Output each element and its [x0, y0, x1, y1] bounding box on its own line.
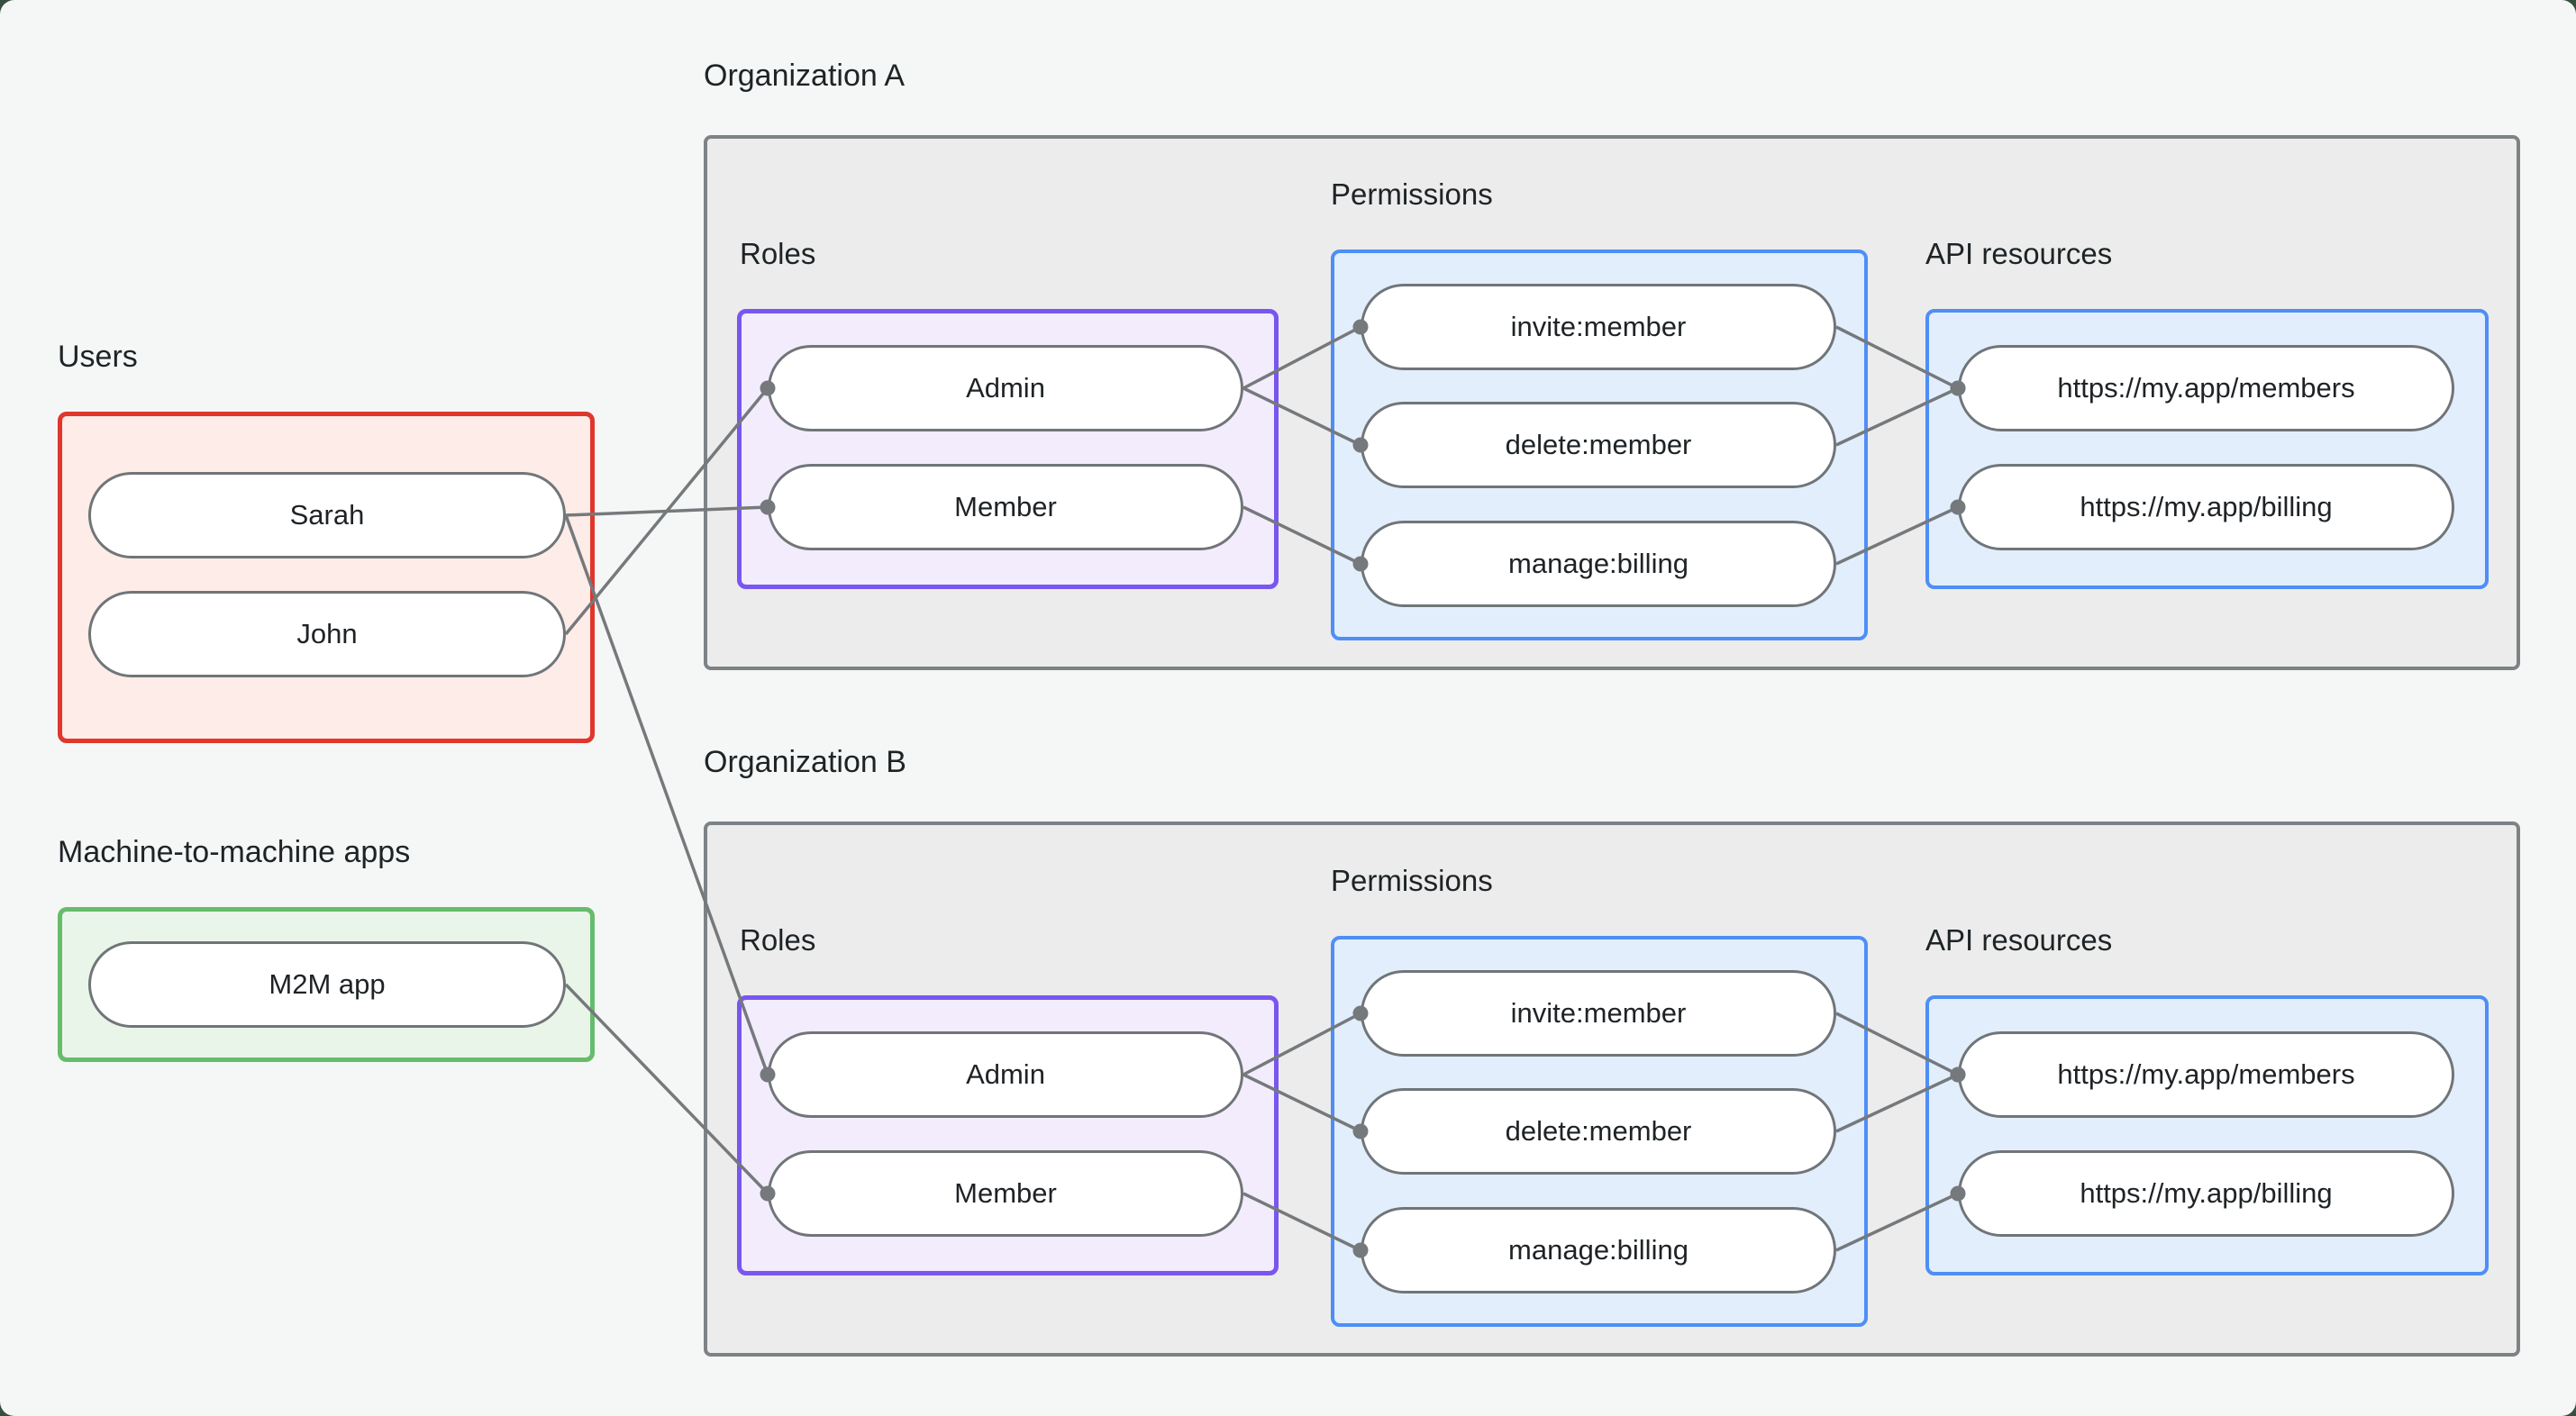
org-b-roles-label: Roles	[740, 923, 816, 957]
org-b-roles-box: Admin Member	[737, 995, 1279, 1275]
m2m-group-label: Machine-to-machine apps	[58, 835, 411, 869]
node-org-a-perm-invite: invite:member	[1361, 284, 1836, 370]
node-org-a-perm-manage: manage:billing	[1361, 521, 1836, 607]
org-a-api-label: API resources	[1925, 237, 2113, 270]
node-m2m-app: M2M app	[88, 941, 566, 1028]
node-org-b-perm-manage: manage:billing	[1361, 1207, 1836, 1293]
org-b-box: Roles Admin Member Permissions invite:me…	[704, 821, 2520, 1357]
org-a-roles-box: Admin Member	[737, 309, 1279, 589]
users-group-label: Users	[58, 340, 138, 374]
node-org-b-perm-delete: delete:member	[1361, 1088, 1836, 1175]
node-org-b-api-members: https://my.app/members	[1958, 1031, 2454, 1118]
node-org-a-role-member: Member	[768, 464, 1243, 550]
node-org-a-role-admin: Admin	[768, 345, 1243, 431]
org-a-label: Organization A	[704, 59, 906, 93]
org-a-roles-label: Roles	[740, 237, 816, 270]
node-org-b-api-billing: https://my.app/billing	[1958, 1150, 2454, 1237]
node-org-a-perm-delete: delete:member	[1361, 402, 1836, 488]
org-a-permissions-box: invite:member delete:member manage:billi…	[1331, 250, 1868, 640]
m2m-group-box: M2M app	[58, 907, 595, 1062]
node-user-sarah: Sarah	[88, 472, 566, 558]
org-a-box: Roles Admin Member Permissions invite:me…	[704, 135, 2520, 670]
org-b-label: Organization B	[704, 745, 906, 779]
org-b-api-label: API resources	[1925, 923, 2113, 957]
org-a-api-box: https://my.app/members https://my.app/bi…	[1925, 309, 2489, 589]
org-b-permissions-label: Permissions	[1331, 864, 1493, 897]
org-b-permissions-box: invite:member delete:member manage:billi…	[1331, 936, 1868, 1327]
node-org-a-api-members: https://my.app/members	[1958, 345, 2454, 431]
node-user-john: John	[88, 591, 566, 677]
node-org-b-role-admin: Admin	[768, 1031, 1243, 1118]
org-b-api-box: https://my.app/members https://my.app/bi…	[1925, 995, 2489, 1275]
users-group-box: Sarah John	[58, 412, 595, 743]
org-a-permissions-label: Permissions	[1331, 177, 1493, 211]
node-org-b-role-member: Member	[768, 1150, 1243, 1237]
node-org-a-api-billing: https://my.app/billing	[1958, 464, 2454, 550]
node-org-b-perm-invite: invite:member	[1361, 970, 1836, 1057]
